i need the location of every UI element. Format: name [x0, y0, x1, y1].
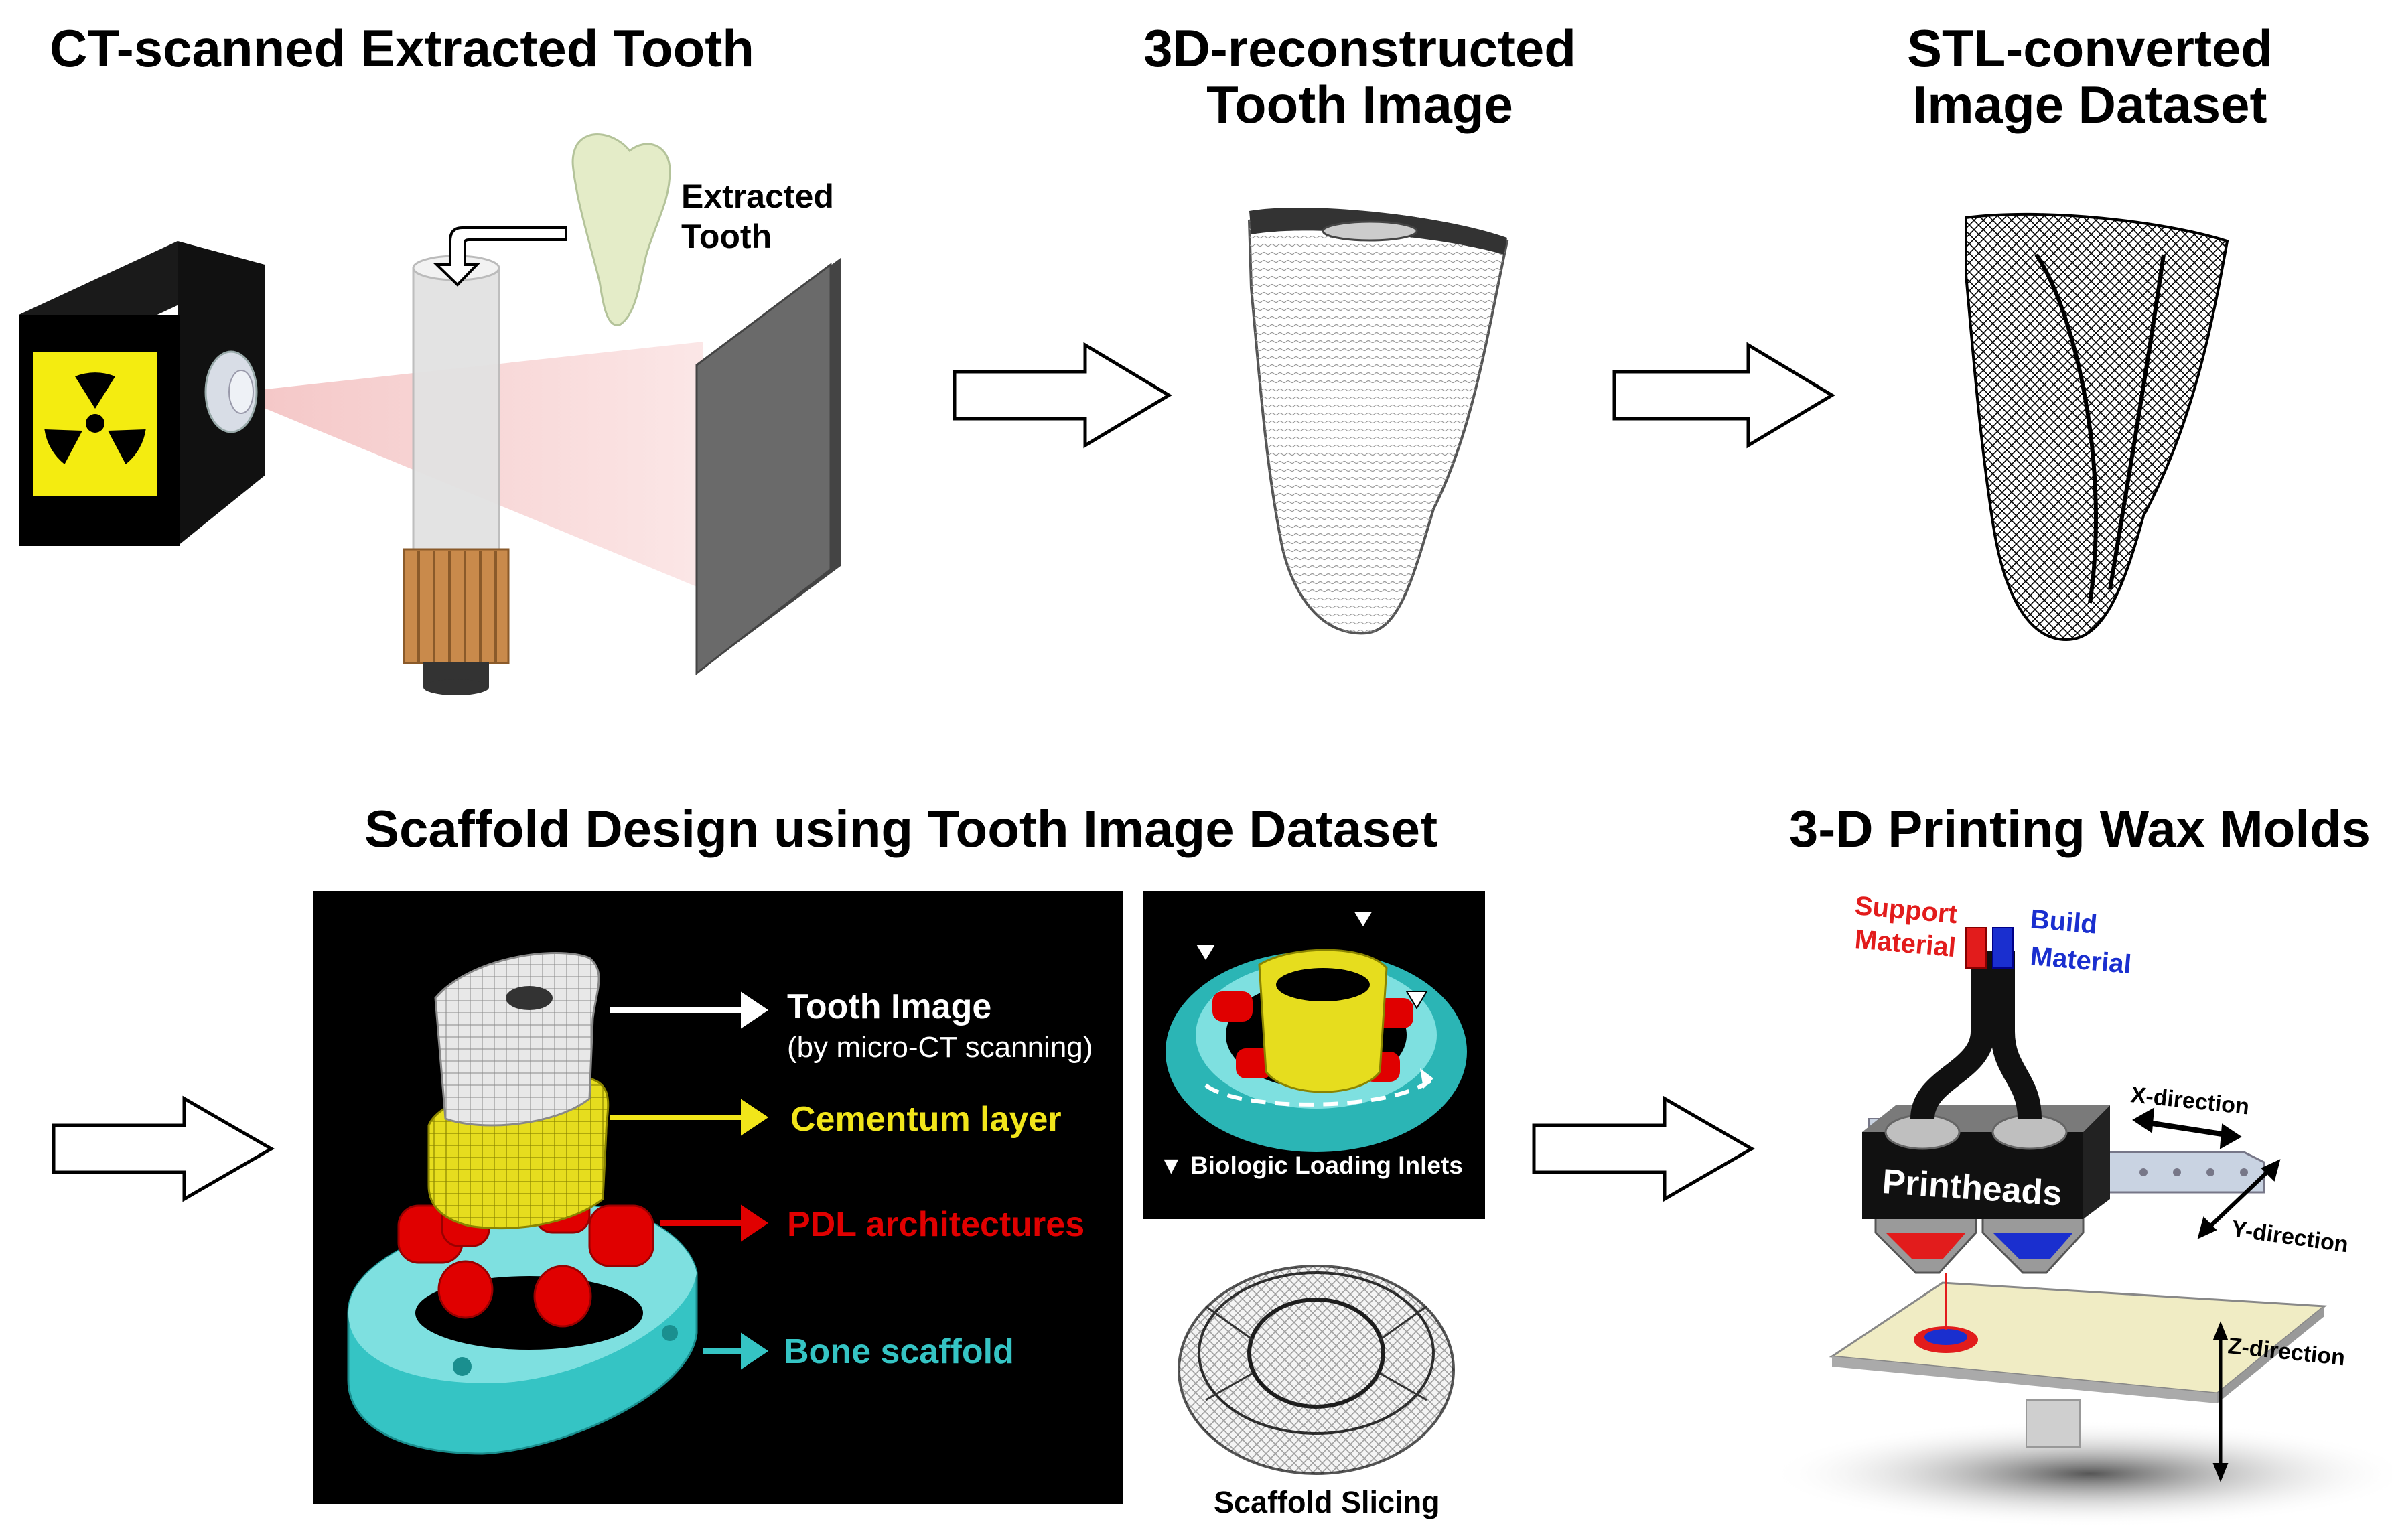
scaffold-panel: Tooth Image (by micro-CT scanning) Cemen… [313, 891, 1123, 1504]
inlets-panel: ▼ Biologic Loading Inlets [1143, 891, 1485, 1219]
holder-ribs [417, 551, 497, 662]
ct-scanner-panel: Extracted Tooth [19, 133, 841, 695]
inlets-label: ▼ Biologic Loading Inlets [1159, 1151, 1463, 1179]
stl-mesh-tooth [1965, 212, 2229, 642]
bone-label: Bone scaffold [784, 1332, 1014, 1371]
pdl-arrow [660, 1204, 769, 1242]
extracted-tooth-label-1: Extracted [681, 178, 834, 215]
flow-arrow-3 [52, 1095, 275, 1202]
flow-arrow-4 [1532, 1095, 1756, 1202]
title-3d-line1: 3D-reconstructed [1143, 19, 1576, 78]
cementum-arrow [610, 1099, 769, 1136]
tooth-image-arrow [610, 991, 769, 1029]
insert-arrow [433, 226, 567, 287]
support-label-2: Material [1853, 924, 1957, 963]
feed-tube-right [1991, 951, 2042, 1119]
title-scaffold-design: Scaffold Design using Tooth Image Datase… [364, 799, 1438, 858]
y-direction-label: Y-direction [2230, 1216, 2350, 1257]
sample-tube [412, 267, 500, 567]
build-material-tip [1992, 927, 2014, 969]
title-3d-printing: 3-D Printing Wax Molds [1788, 799, 2371, 858]
title-3d-line2: Tooth Image [1206, 75, 1513, 135]
flow-arrow-2 [1612, 342, 1835, 449]
extracted-tooth [571, 133, 671, 326]
tooth-image-label: Tooth Image [787, 987, 991, 1026]
y-direction-arrow [2197, 1159, 2281, 1239]
printhead-block-side [2083, 1105, 2110, 1219]
tooth-image-note: (by micro-CT scanning) [787, 1031, 1093, 1064]
cementum-label: Cementum layer [790, 1100, 1062, 1139]
x-direction-arrow [2132, 1107, 2242, 1149]
bone-arrow [703, 1332, 769, 1370]
build-label-2: Material [2029, 941, 2132, 979]
radiation-icon [44, 372, 146, 464]
detector-plate [695, 263, 832, 676]
source-lens-inner [228, 370, 254, 414]
support-label-1: Support [1853, 891, 1959, 929]
reconstructed-tooth [1247, 207, 1509, 635]
z-direction-arrow [2212, 1321, 2229, 1482]
printer-shadow [1768, 1420, 2392, 1527]
slicing-figure [1178, 1265, 1455, 1475]
title-stl-line2: Image Dataset [1912, 75, 2267, 135]
extracted-tooth-label-2: Tooth [681, 218, 772, 255]
build-label-1: Build [2029, 904, 2098, 940]
support-material-tip [1965, 927, 1987, 969]
platform-post [2026, 1399, 2081, 1448]
printer-figure: Printheads Support Material Build Materi… [1768, 891, 2392, 1527]
title-stl-line1: STL-converted [1906, 19, 2273, 78]
title-3d-reconstructed: 3D-reconstructed Tooth Image [1085, 20, 1634, 133]
slicing-label: Scaffold Slicing [1214, 1485, 1440, 1519]
title-stl-converted: STL-converted Image Dataset [1809, 20, 2371, 133]
flow-arrow-1 [953, 342, 1172, 449]
holder-base-bottom [423, 679, 489, 695]
pdl-label: PDL architectures [787, 1205, 1084, 1244]
feed-tube-left [1910, 951, 1995, 1120]
title-ct-scanned: CT-scanned Extracted Tooth [50, 19, 754, 78]
